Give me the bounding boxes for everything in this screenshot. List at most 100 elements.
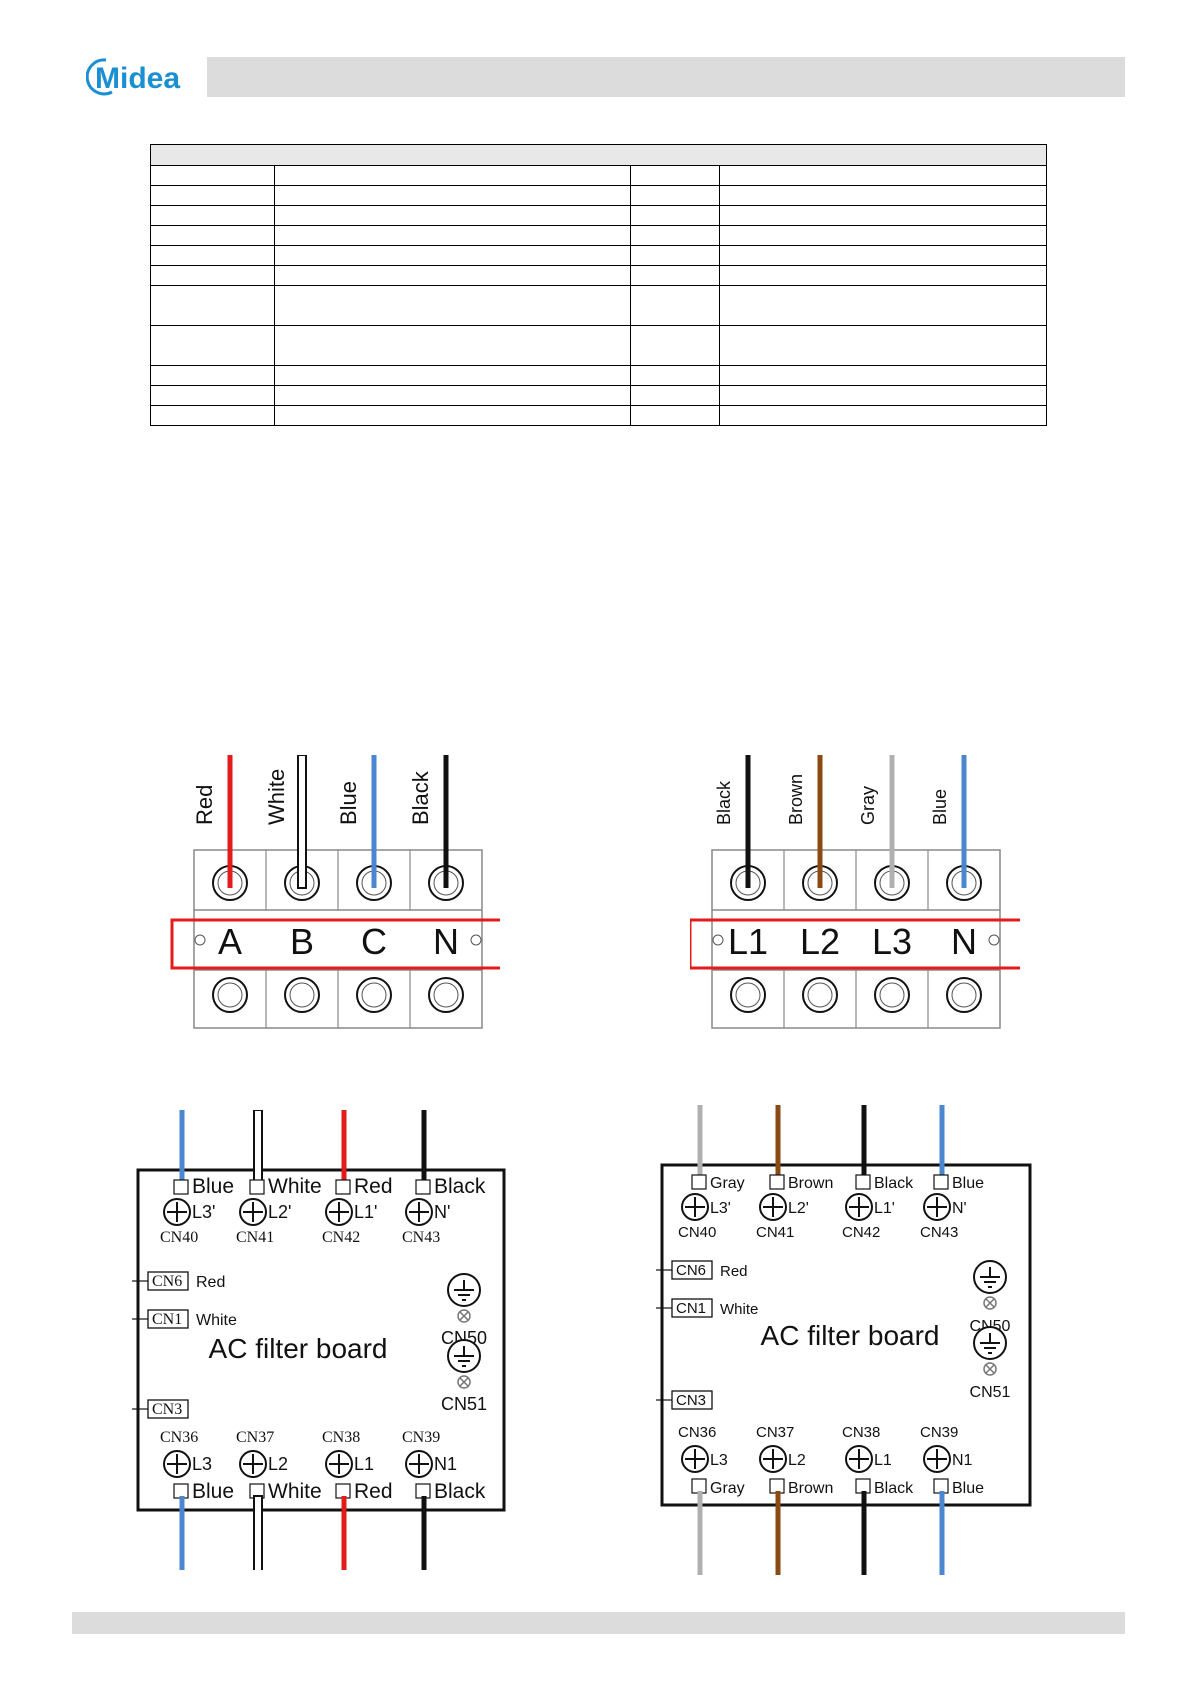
footer-bar [72, 1612, 1125, 1634]
port-terminal-label: L2 [268, 1454, 288, 1474]
header-bar [207, 57, 1125, 97]
connector-pin [855, 1478, 871, 1494]
port-terminal-label: N' [952, 1200, 967, 1217]
port-terminal-label: N' [434, 1202, 450, 1222]
port-cn-label: CN43 [920, 1224, 958, 1241]
port-terminal-label: N1 [434, 1454, 457, 1474]
side-cn-label: CN6 [152, 1273, 182, 1290]
terminal-label: N [433, 921, 459, 962]
highlight-box [170, 918, 500, 970]
port-terminal-label: L1 [874, 1452, 892, 1469]
port-color-label: Brown [788, 1480, 833, 1497]
connector-pin [173, 1483, 189, 1499]
mount-hole-icon [712, 934, 724, 946]
terminal-screw-inner [217, 982, 243, 1008]
port-cn-label: CN41 [236, 1229, 274, 1246]
wire-white [297, 755, 307, 889]
side-color-label: White [196, 1312, 237, 1329]
port-cn-label: CN40 [160, 1229, 198, 1246]
connector-pin [249, 1179, 265, 1195]
port-color-label: White [268, 1175, 322, 1198]
table-row [150, 205, 1047, 226]
table-row [150, 285, 1047, 326]
ground-screw-cross [985, 1364, 995, 1374]
table-row [150, 185, 1047, 206]
filter-board-outline [660, 1163, 1032, 1507]
highlight-box [690, 918, 1020, 970]
connector-pin [769, 1478, 785, 1494]
mount-hole-icon [470, 934, 482, 946]
wire-label: Blue [930, 789, 950, 825]
wire-label: White [264, 769, 289, 825]
port-cn-label: CN37 [756, 1424, 794, 1441]
port-cn-label: CN41 [756, 1224, 794, 1241]
terminal-label: C [361, 921, 387, 962]
mount-hole-icon [194, 934, 206, 946]
port-color-label: Blue [192, 1175, 234, 1198]
port-terminal-label: L3 [192, 1454, 212, 1474]
terminal-label: N [951, 921, 977, 962]
ground-screw-cross [459, 1311, 469, 1321]
table-row [150, 225, 1047, 246]
terminal-screw-inner [735, 982, 761, 1008]
terminal-label: B [290, 921, 314, 962]
port-terminal-label: L3' [710, 1200, 731, 1217]
port-color-label: Brown [788, 1175, 833, 1192]
ground-screw-cross [459, 1377, 469, 1387]
ac-filter-board-right: GrayL3'CN40BrownL2'CN41BlackL1'CN42BlueN… [656, 1105, 1032, 1575]
port-color-label: Black [874, 1480, 914, 1497]
board-title: AC filter board [209, 1333, 388, 1364]
terminal-screw-inner [433, 982, 459, 1008]
top-wire-white [253, 1110, 263, 1189]
table-header-row [150, 144, 1047, 166]
port-terminal-label: L2' [268, 1202, 291, 1222]
board-title: AC filter board [761, 1320, 940, 1351]
mount-hole-icon [988, 934, 1000, 946]
table-row [150, 265, 1047, 286]
port-terminal-label: L2 [788, 1452, 806, 1469]
port-color-label: Black [874, 1175, 914, 1192]
table-row [150, 385, 1047, 406]
terminal-screw-inner [361, 982, 387, 1008]
port-color-label: Gray [710, 1175, 745, 1192]
port-cn-label: CN40 [678, 1224, 716, 1241]
table-row [150, 405, 1047, 426]
connector-pin [173, 1179, 189, 1195]
side-color-label: Red [196, 1274, 225, 1291]
ground-cn-label: CN51 [441, 1394, 487, 1414]
port-terminal-label: L2' [788, 1200, 809, 1217]
port-terminal-label: L1' [874, 1200, 895, 1217]
connector-pin [335, 1179, 351, 1195]
port-cn-label: CN43 [402, 1229, 440, 1246]
wire-label: Black [714, 780, 734, 825]
side-cn-label: CN6 [676, 1262, 706, 1279]
connector-pin [415, 1483, 431, 1499]
connector-pin [415, 1179, 431, 1195]
port-color-label: Black [434, 1175, 486, 1198]
port-cn-label: CN42 [322, 1229, 360, 1246]
terminal-screw-inner [807, 982, 833, 1008]
connector-pin [691, 1174, 707, 1190]
port-cn-label: CN36 [678, 1424, 716, 1441]
table-row [150, 325, 1047, 366]
logo-text: Midea [95, 62, 180, 95]
port-color-label: Blue [952, 1175, 984, 1192]
terminal-label: L2 [800, 921, 840, 962]
side-cn-label: CN1 [676, 1300, 706, 1317]
port-cn-label: CN38 [322, 1429, 360, 1446]
port-color-label: Gray [710, 1480, 745, 1497]
filter-board-outline [136, 1168, 506, 1512]
port-color-label: Red [354, 1480, 393, 1503]
table-row [150, 165, 1047, 186]
port-cn-label: CN39 [920, 1424, 958, 1441]
terminal-screw-inner [951, 982, 977, 1008]
terminal-screw-inner [879, 982, 905, 1008]
port-color-label: Red [354, 1175, 393, 1198]
wire-label: Blue [336, 781, 361, 825]
port-cn-label: CN37 [236, 1429, 274, 1446]
port-cn-label: CN42 [842, 1224, 880, 1241]
terminal-label: A [218, 921, 242, 962]
terminal-label: L3 [872, 921, 912, 962]
